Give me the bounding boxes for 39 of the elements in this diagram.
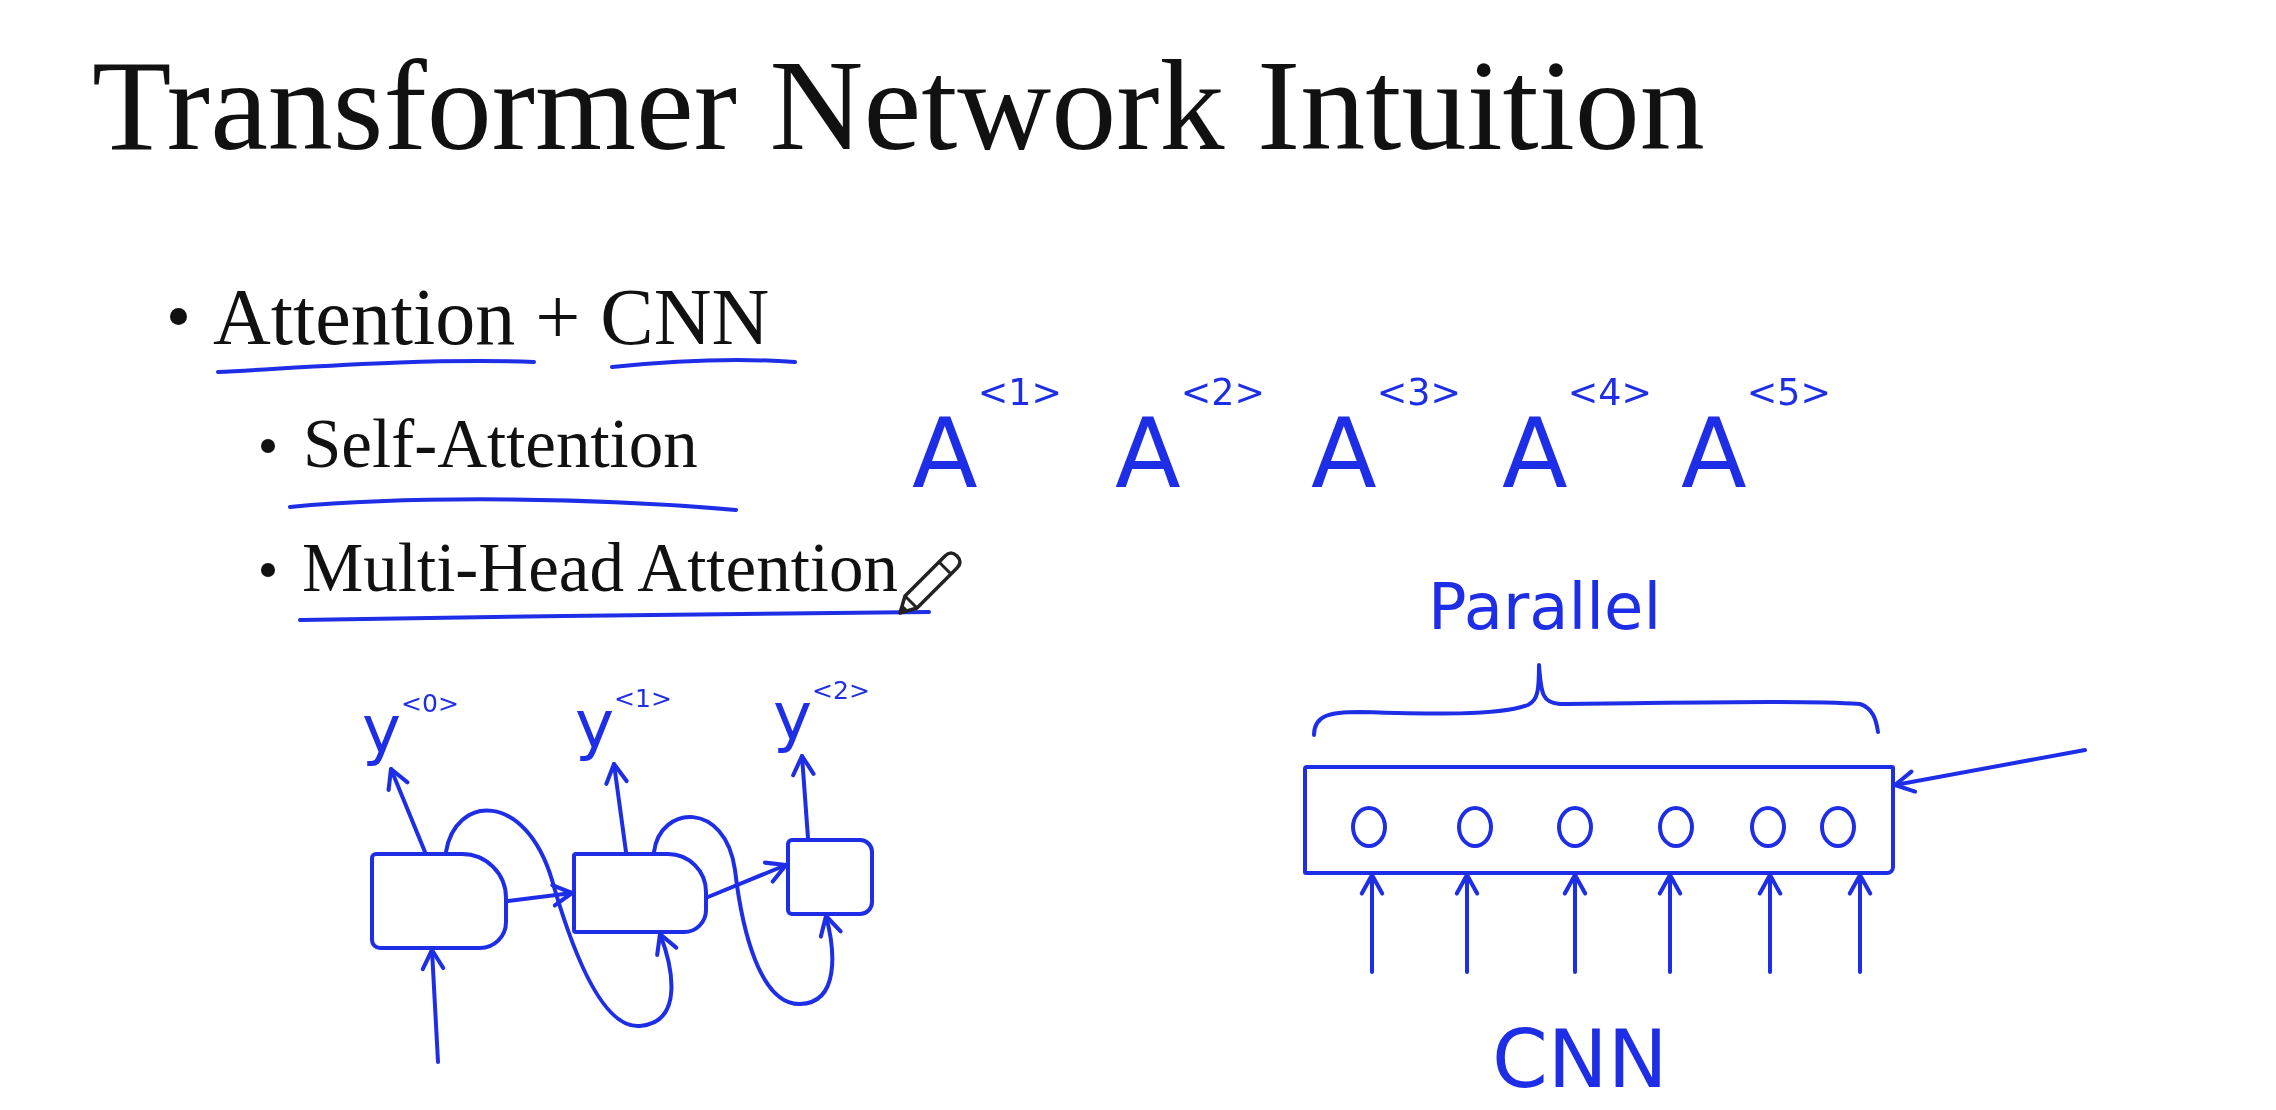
annotation-label: A$^{<1>}$ (912, 371, 1062, 513)
annotation-label: A$^{<4>}$ (1502, 371, 1652, 513)
arrow (706, 860, 789, 899)
output-label: y$^{<0>}$ (362, 689, 460, 770)
neuron-circle (1351, 806, 1387, 848)
arrow (1657, 872, 1683, 974)
curved-arrow (652, 815, 843, 1006)
arrow (506, 883, 575, 908)
rnn-cell (572, 852, 708, 934)
layer-rectangle (1303, 765, 1895, 875)
arrow (1562, 872, 1588, 974)
arrow (604, 761, 629, 854)
arrow (1454, 872, 1480, 974)
neuron-circle (1457, 806, 1493, 848)
slide-title: Transformer Network Intuition (92, 40, 1705, 170)
arrow (386, 766, 427, 854)
arrow (1847, 872, 1873, 974)
annotation-label: Parallel (1428, 569, 1662, 646)
neuron-circle (1820, 806, 1856, 848)
bullet-point: Multi-Head Attention (261, 534, 898, 603)
neuron-circle (1750, 806, 1786, 848)
output-label: y$^{<2>}$ (773, 676, 871, 757)
neuron-circle (1557, 806, 1593, 848)
annotation-label: CNN (1492, 1012, 1668, 1108)
output-label: y$^{<1>}$ (575, 684, 673, 765)
arrow (420, 947, 446, 1064)
annotation-label: A$^{<2>}$ (1115, 371, 1265, 513)
neuron-circle (1658, 806, 1694, 848)
annotation-label: A$^{<3>}$ (1311, 371, 1461, 513)
rnn-cell (786, 838, 874, 916)
arrow (1359, 872, 1385, 974)
arrow (1892, 748, 2087, 794)
curved-arrow (444, 808, 678, 1028)
rnn-cell (370, 852, 508, 950)
bullet-point: Self-Attention (261, 410, 698, 479)
bullet-point: Attention + CNN (170, 277, 770, 357)
arrow (1757, 872, 1783, 974)
arrow (791, 753, 816, 840)
annotation-label: A$^{<5>}$ (1681, 371, 1831, 513)
